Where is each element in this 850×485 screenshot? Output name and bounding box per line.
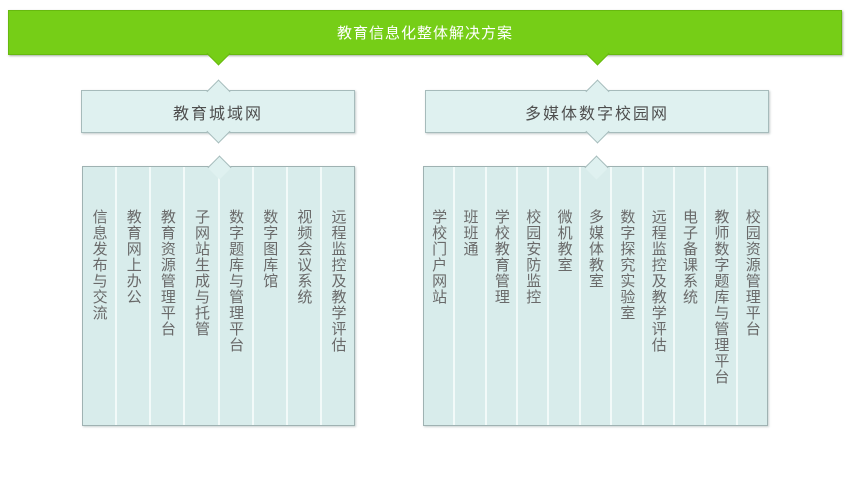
item-cell: 子网站生成与托管	[185, 167, 220, 425]
item-label: 教师数字题库与管理平台	[712, 209, 730, 385]
item-label: 电子备课系统	[681, 209, 699, 305]
item-cell: 校园资源管理平台	[738, 167, 767, 425]
item-label: 班班通	[461, 209, 479, 257]
item-cell: 班班通	[455, 167, 487, 425]
item-cell: 视频会议系统	[288, 167, 322, 425]
item-label: 教育资源管理平台	[158, 209, 176, 337]
item-cell: 数字探究实验室	[612, 167, 644, 425]
item-cell: 学校门户网站	[424, 167, 456, 425]
item-label: 多媒体教室	[586, 209, 604, 289]
item-block-metro-network: 信息发布与交流教育网上办公教育资源管理平台子网站生成与托管数字题库与管理平台数字…	[82, 155, 355, 426]
item-label: 数字图库馆	[261, 209, 279, 289]
item-label: 远程监控及教学评估	[649, 209, 667, 353]
main-title-banner: 教育信息化整体解决方案	[8, 10, 842, 66]
item-label: 校园资源管理平台	[743, 209, 761, 337]
item-cell: 数字图库馆	[254, 167, 288, 425]
item-label: 视频会议系统	[295, 209, 313, 305]
item-label: 数字题库与管理平台	[227, 209, 245, 353]
item-cell: 数字题库与管理平台	[220, 167, 254, 425]
item-label: 子网站生成与托管	[192, 209, 210, 337]
item-label: 数字探究实验室	[618, 209, 636, 321]
main-title: 教育信息化整体解决方案	[336, 25, 513, 42]
item-cell: 微机教室	[549, 167, 581, 425]
item-label: 校园安防监控	[524, 209, 542, 305]
item-label: 信息发布与交流	[90, 209, 108, 321]
item-cell: 教育资源管理平台	[151, 167, 186, 425]
item-cell: 多媒体教室	[581, 167, 613, 425]
item-label: 微机教室	[555, 209, 573, 273]
item-cell: 电子备课系统	[675, 167, 707, 425]
item-block-campus-network: 学校门户网站班班通学校教育管理校园安防监控微机教室多媒体教室数字探究实验室远程监…	[423, 155, 768, 426]
item-label: 远程监控及教学评估	[329, 209, 347, 353]
item-cell: 学校教育管理	[487, 167, 519, 425]
item-label: 学校门户网站	[430, 209, 448, 305]
item-cell: 信息发布与交流	[83, 167, 118, 425]
branch-box-metro-network: 教育城域网	[81, 79, 355, 144]
connector-arrow-left-icon	[206, 41, 231, 66]
item-cell: 远程监控及教学评估	[644, 167, 675, 425]
item-cell: 校园安防监控	[518, 167, 550, 425]
item-label: 教育网上办公	[124, 209, 142, 305]
branch-title: 多媒体数字校园网	[524, 105, 669, 123]
branch-title: 教育城域网	[172, 105, 263, 123]
connector-arrow-right-icon	[585, 41, 610, 66]
item-cell: 教师数字题库与管理平台	[706, 167, 738, 425]
item-cell: 远程监控及教学评估	[322, 167, 354, 425]
branch-box-campus-network: 多媒体数字校园网	[425, 79, 769, 144]
item-label: 学校教育管理	[492, 209, 510, 305]
item-cell: 教育网上办公	[117, 167, 152, 425]
